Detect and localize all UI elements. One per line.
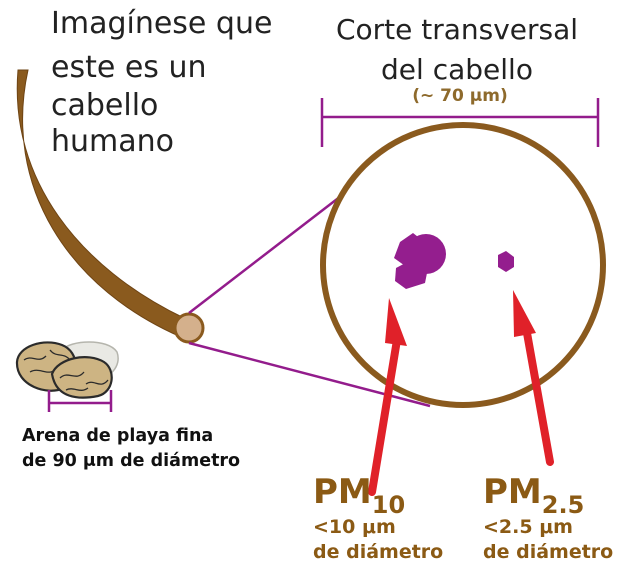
hair-label-line-4: humano [51,124,175,159]
sand-grains-icon [15,341,119,399]
pm10-particle-icon [394,233,446,289]
pm10-size: <10 μm [313,516,396,538]
leader-line-top [188,185,355,314]
pm10-desc: de diámetro [313,541,444,563]
pm25-prefix: PM [483,472,542,512]
sand-bracket-icon [47,390,113,412]
pm25-size: <2.5 μm [483,516,573,538]
hair-tip-icon [173,312,205,344]
width-bracket-icon [320,98,600,147]
cross-section-title-line-2: del cabello [381,53,533,86]
hair-label-line-3: cabello [51,88,159,123]
cross-section-title-line-1: Corte transversal [335,13,579,46]
pm25-arrow-icon [513,290,554,466]
sand-caption-line-1: Arena de playa fina [22,426,214,446]
pm25-particle-icon [498,251,514,272]
sand-caption-line-2: de 90 μm de diámetro [22,451,241,471]
hair-label-line-2: este es un [51,50,207,85]
pm25-label: PM2.5 [483,472,584,519]
pm25-desc: de diámetro [483,541,614,563]
cross-section-measure: (~ 70 μm) [412,86,508,106]
pm10-label: PM10 [313,472,405,519]
cross-section-circle-icon [320,122,606,408]
pm10-subscript: 10 [371,491,406,519]
pm10-arrow-icon [368,298,407,496]
pm25-subscript: 2.5 [541,491,585,519]
pm10-prefix: PM [313,472,372,512]
hair-label-line-1: Imagínese que [51,6,273,41]
